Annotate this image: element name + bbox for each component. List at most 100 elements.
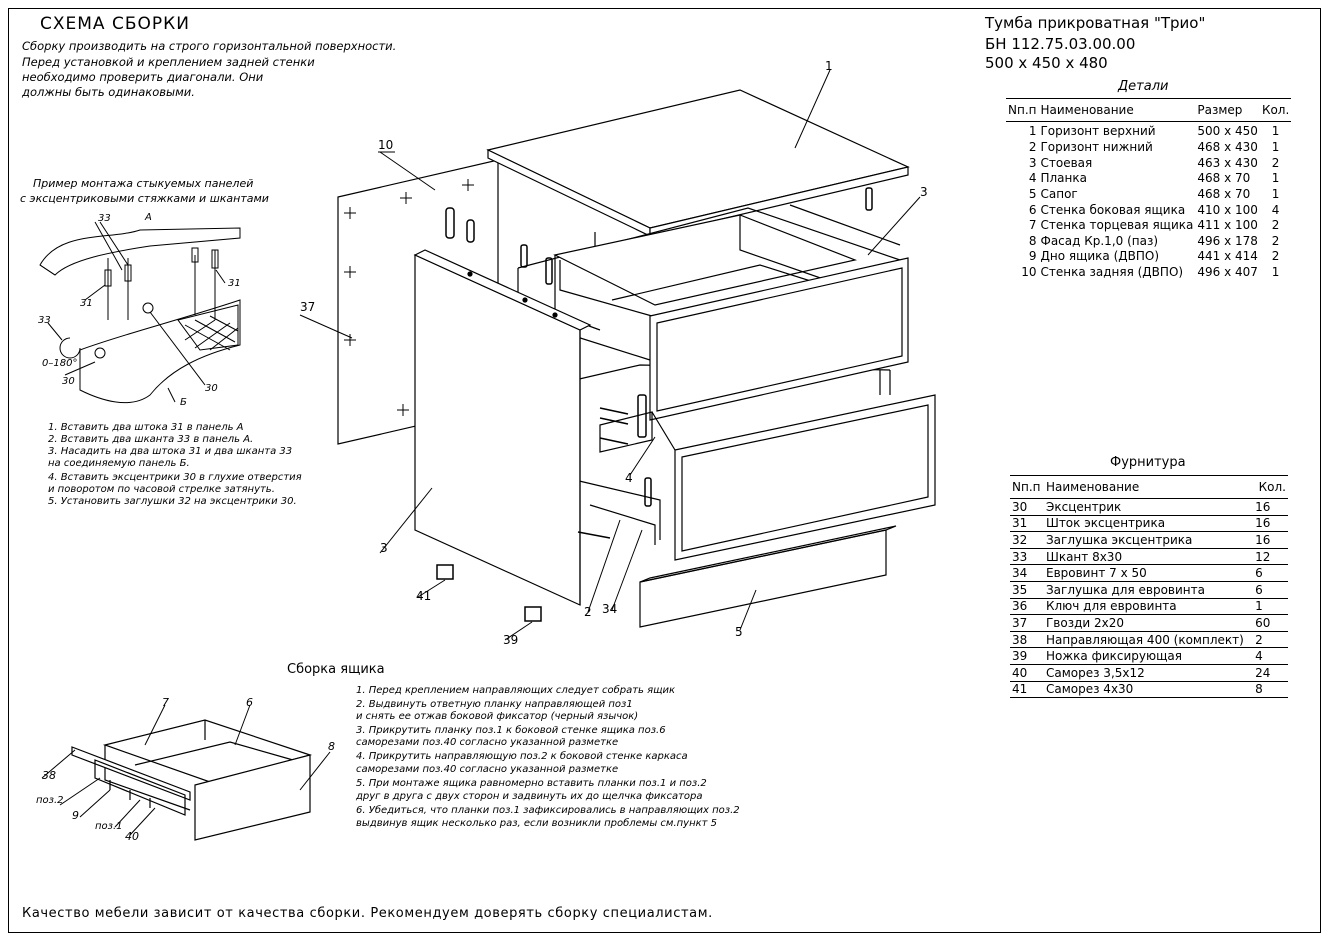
details-header-name: Наименование — [1040, 103, 1134, 117]
detail-num: 8 — [1028, 233, 1037, 248]
hardware-qty: 16 — [1255, 516, 1271, 531]
detail-name: Фасад Кр.1,0 (паз) — [1040, 233, 1159, 248]
intro-line-1: Сборку производить на строго горизонталь… — [22, 39, 397, 53]
drawer-label-7: 7 — [162, 696, 169, 709]
callout-10: 10 — [378, 138, 394, 152]
mount-step-4b: и поворотом по часовой стрелке затянуть. — [48, 484, 275, 495]
product-code: БН 112.75.03.00.00 — [985, 35, 1136, 53]
product-size: 500 х 450 х 480 — [985, 54, 1108, 72]
callout-41: 41 — [416, 589, 432, 603]
detail-qty: 2 — [1271, 233, 1280, 248]
hardware-qty: 24 — [1255, 665, 1271, 680]
details-header-num: Nп.п — [1008, 103, 1037, 117]
hardware-name: Саморез 3,5х12 — [1045, 665, 1145, 680]
hardware-name: Шкант 8х30 — [1045, 549, 1123, 564]
details-header-row: Nп.п Наименование Размер Кол. — [1006, 98, 1292, 122]
drawer-step-5: 5. При монтаже ящика равномерно вставить… — [356, 778, 707, 789]
hardware-num: 31 — [1012, 516, 1028, 531]
mount-step-4: 4. Вставить эксцентрики 30 в глухие отве… — [48, 472, 302, 483]
drawer-label-poz1: поз.1 — [95, 821, 123, 832]
detail-name: Планка — [1040, 171, 1087, 186]
detail-size: 468 х 70 — [1197, 171, 1251, 186]
details-title: Детали — [1118, 79, 1169, 94]
detail-size: 496 х 407 — [1197, 265, 1258, 280]
hardware-qty: 16 — [1255, 532, 1271, 547]
detail-qty: 2 — [1271, 155, 1280, 170]
drawer-step-3b: саморезами поз.40 согласно указанной раз… — [356, 737, 619, 748]
drawer-step-2: 2. Выдвинуть ответную планку направляюще… — [356, 699, 633, 710]
detail-size: 496 х 178 — [1197, 233, 1258, 248]
mount-label-b: Б — [180, 397, 187, 408]
mount-step-2: 2. Вставить два шканта 33 в панель А. — [48, 434, 254, 445]
detail-size: 441 х 414 — [1197, 249, 1258, 264]
hardware-name: Гвозди 2х20 — [1045, 615, 1125, 630]
drawer-step-2b: и снять ее отжав боковой фиксатор (черны… — [356, 711, 639, 722]
detail-qty: 1 — [1271, 187, 1280, 202]
hardware-num: 38 — [1012, 632, 1028, 647]
detail-name: Стоевая — [1040, 155, 1093, 170]
hardware-qty: 6 — [1255, 566, 1263, 581]
drawer-label-9: 9 — [72, 809, 79, 822]
mount-step-3: 3. Насадить на два штока 31 и два шканта… — [48, 446, 293, 457]
hardware-header-row: Nп.п Наименование Кол. — [1010, 475, 1288, 499]
detail-qty: 1 — [1271, 140, 1280, 155]
hardware-qty: 4 — [1255, 649, 1263, 664]
fittings — [436, 187, 873, 622]
hardware-name: Евровинт 7 х 50 — [1045, 566, 1147, 581]
callout-37: 37 — [300, 300, 316, 314]
hardware-qty: 12 — [1255, 549, 1271, 564]
hardware-num: 35 — [1012, 582, 1028, 597]
callout-3-top: 3 — [920, 185, 928, 199]
callout-39: 39 — [503, 633, 519, 647]
detail-size: 468 х 70 — [1197, 187, 1251, 202]
detail-size: 411 х 100 — [1197, 218, 1258, 233]
callout-34: 34 — [602, 602, 618, 616]
mount-label-angle: 0–180° — [42, 358, 78, 369]
detail-num: 5 — [1028, 187, 1037, 202]
hardware-num: 33 — [1012, 549, 1028, 564]
plinth-panel — [639, 525, 897, 628]
hardware-qty: 2 — [1255, 632, 1263, 647]
drawer-leader-lines — [41, 704, 331, 836]
detail-num: 2 — [1028, 140, 1037, 155]
drawer-step-4b: саморезами поз.40 согласно указанной раз… — [356, 764, 619, 775]
hardware-name: Заглушка эксцентрика — [1045, 532, 1193, 547]
callout-5: 5 — [735, 625, 743, 639]
drawer-label-8: 8 — [328, 740, 335, 753]
mount-label-31b: 31 — [228, 278, 241, 289]
top-panel — [486, 89, 910, 237]
detail-qty: 1 — [1271, 171, 1280, 186]
detail-name: Стенка боковая ящика — [1040, 202, 1186, 217]
drawer-step-4: 4. Прикрутить направляющую поз.2 к боков… — [356, 751, 688, 762]
detail-name: Стенка торцевая ящика — [1040, 218, 1194, 233]
mount-label-30b: 30 — [205, 383, 218, 394]
hardware-num: 37 — [1012, 615, 1028, 630]
hardware-num: 41 — [1012, 682, 1028, 697]
detail-name: Дно ящика (ДВПО) — [1040, 249, 1160, 264]
hardware-qty: 1 — [1255, 599, 1263, 614]
details-header-size: Размер — [1197, 103, 1243, 117]
hardware-row: 33 Шкант 8х30 12 — [1010, 548, 1288, 565]
drawer-title: Сборка ящика — [287, 662, 385, 677]
mount-title-2: с эксцентриковыми стяжками и шкантами — [20, 192, 269, 205]
detail-num: 7 — [1028, 218, 1037, 233]
leader-lines — [299, 69, 921, 641]
hardware-name: Ключ для евровинта — [1045, 599, 1177, 614]
mount-title-1: Пример монтажа стыкуемых панелей — [33, 177, 254, 190]
hardware-name: Эксцентрик — [1045, 499, 1122, 514]
product-name: Тумба прикроватная "Трио" — [985, 14, 1206, 32]
upper-drawer — [553, 214, 909, 421]
